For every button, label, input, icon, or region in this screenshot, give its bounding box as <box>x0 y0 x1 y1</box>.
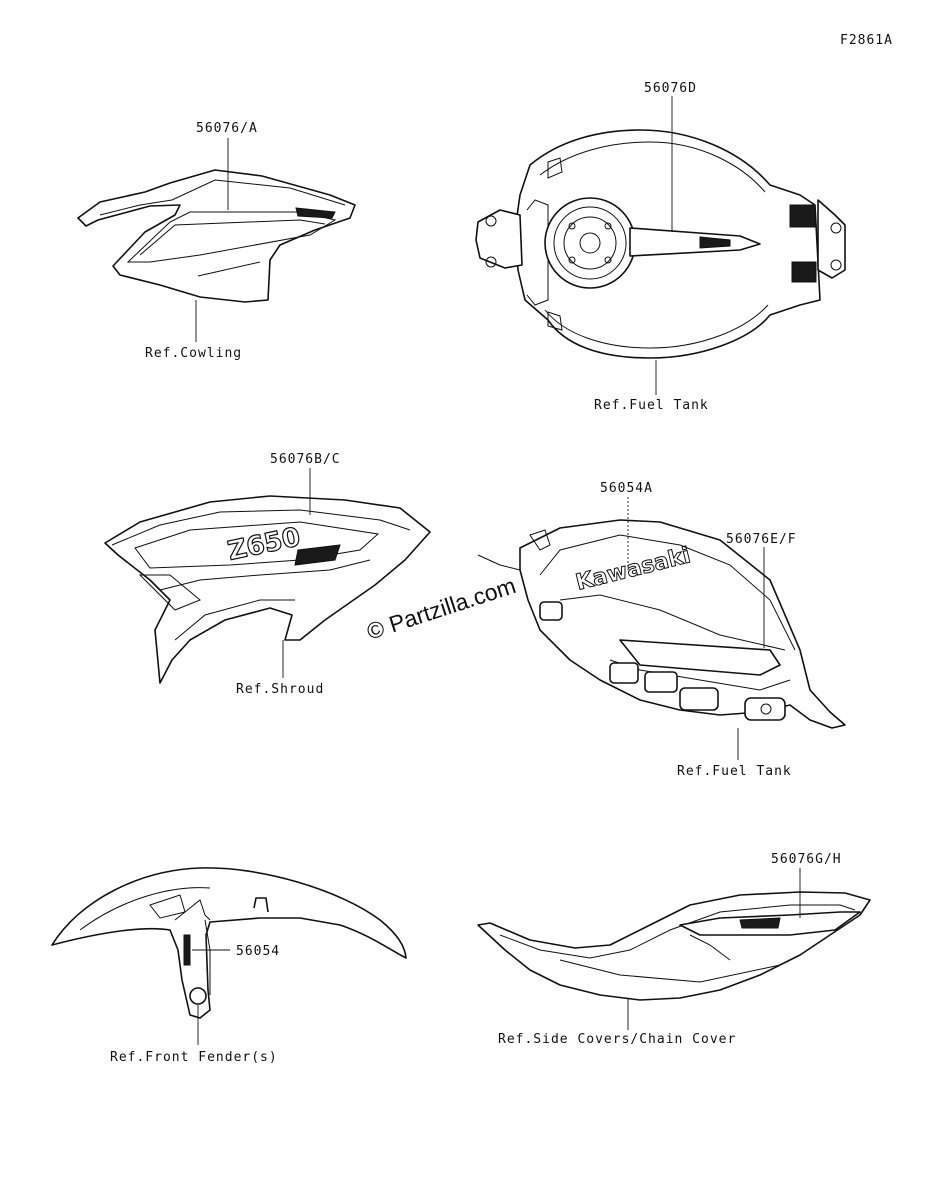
shroud-drawing: Z650 <box>104 495 431 684</box>
shroud-part-label: 56076B/C <box>270 452 341 467</box>
cowling-ref-label: Ref.Cowling <box>145 346 242 361</box>
fender-part-label: 56054 <box>236 944 280 959</box>
figure-id: F2861A <box>840 33 893 48</box>
fuel-tank-side-drawing: Kawasaki <box>477 519 846 729</box>
fuel-tank-top-drawing <box>475 129 846 359</box>
tank-kawasaki-part-label: 56054A <box>600 481 653 496</box>
fender-ref-label: Ref.Front Fender(s) <box>110 1050 278 1065</box>
front-fender-drawing <box>51 867 407 1019</box>
cowling-part-label: 56076/A <box>196 121 258 136</box>
tank-top-part-label: 56076D <box>644 81 697 96</box>
shroud-ref-label: Ref.Shroud <box>236 682 324 697</box>
cowling-drawing <box>77 169 356 303</box>
side-cover-part-label: 56076G/H <box>771 852 842 867</box>
tank-side-part-label: 56076E/F <box>726 532 797 547</box>
tank-side-ref-label: Ref.Fuel Tank <box>677 764 792 779</box>
watermark: © Partzilla.com <box>364 572 519 645</box>
side-covers-drawing <box>477 891 871 1001</box>
side-cover-ref-label: Ref.Side Covers/Chain Cover <box>498 1032 736 1047</box>
tank-top-ref-label: Ref.Fuel Tank <box>594 398 709 413</box>
